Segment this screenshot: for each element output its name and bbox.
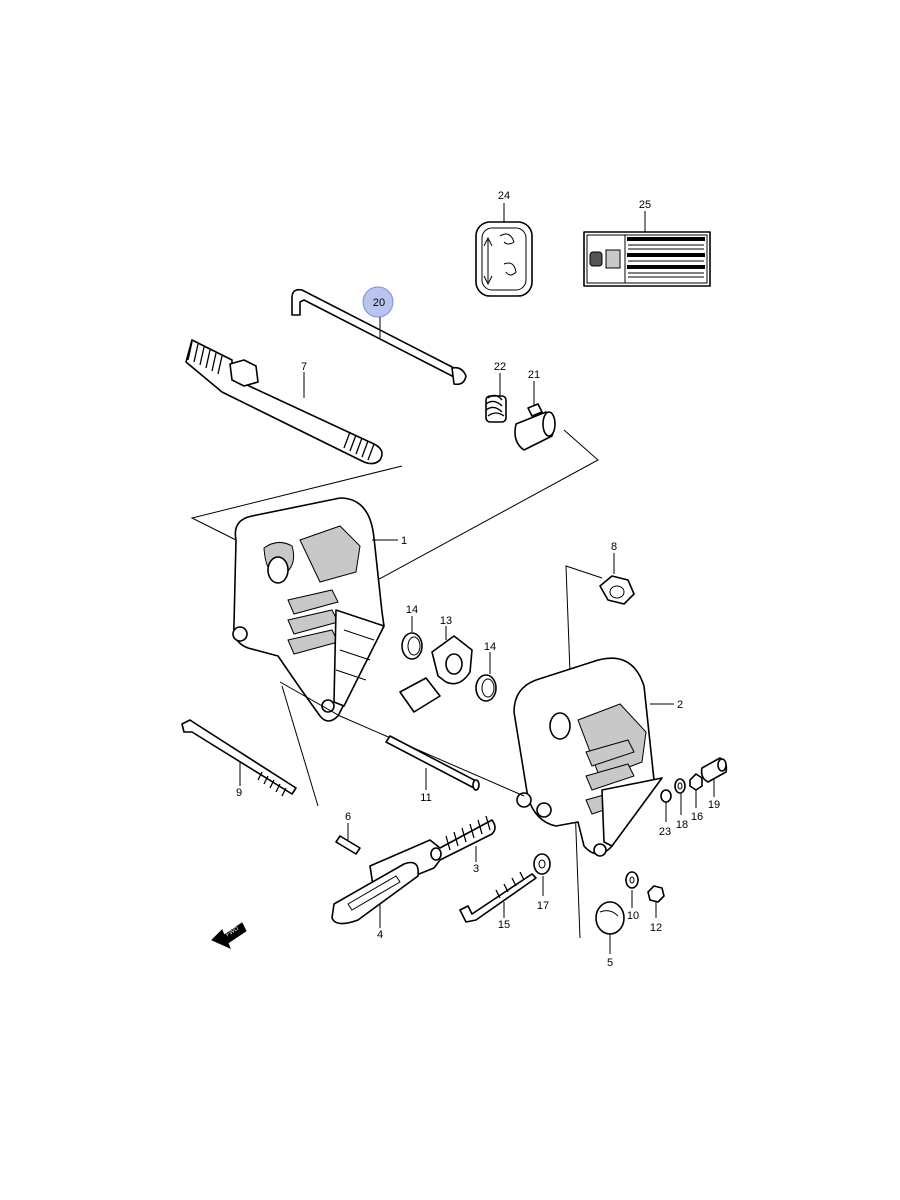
part-21-bushing (514, 403, 556, 451)
part-19-cap (700, 757, 728, 783)
part-7-shaft (185, 339, 383, 465)
part-13-lever (399, 635, 473, 713)
callout-2: 2 (677, 699, 683, 711)
part-14a-bushing (401, 632, 423, 660)
callout-18: 18 (676, 819, 688, 831)
callout-20: 20 (373, 297, 385, 309)
part-4-lever (331, 861, 420, 925)
callout-16: 16 (691, 811, 703, 823)
callout-6: 6 (345, 811, 351, 823)
part-16-nut (689, 773, 703, 791)
part-8-nut (599, 575, 635, 605)
fwd-arrow-icon: FWD (211, 922, 247, 949)
callout-14b: 14 (484, 641, 496, 653)
callout-5: 5 (607, 957, 613, 969)
part-22-spring (485, 394, 507, 423)
callout-13: 13 (440, 615, 452, 627)
highlight-circle (362, 286, 394, 318)
callout-23: 23 (659, 826, 671, 838)
callout-10: 10 (627, 910, 639, 922)
callout-19: 19 (708, 799, 720, 811)
callout-15: 15 (498, 919, 510, 931)
callout-14a: 14 (406, 604, 418, 616)
part-14b-bushing (475, 674, 497, 702)
part-11-pin (385, 735, 480, 791)
part-9-bolt (181, 719, 297, 797)
part-23-nut (660, 789, 672, 803)
part-18-washer (674, 778, 686, 794)
part-24-decal (475, 221, 533, 297)
callout-7: 7 (301, 361, 307, 373)
part-6-pin (335, 835, 361, 855)
part-2-clamp-bracket (513, 657, 663, 857)
part-12-nut (647, 885, 665, 903)
callout-12: 12 (650, 922, 662, 934)
part-25-warning-label (583, 231, 711, 287)
callout-3: 3 (473, 863, 479, 875)
callout-8: 8 (611, 541, 617, 553)
callout-9: 9 (236, 787, 242, 799)
callout-22: 22 (494, 361, 506, 373)
part-20-rod (291, 288, 467, 386)
part-17-washer (533, 853, 551, 875)
callout-25: 25 (639, 199, 651, 211)
part-1-clamp-bracket (232, 497, 385, 722)
part-15-bolt (459, 871, 537, 923)
callout-17: 17 (537, 900, 549, 912)
callout-1: 1 (401, 535, 407, 547)
callout-4: 4 (377, 929, 383, 941)
callout-24: 24 (498, 190, 510, 202)
part-5-cap (595, 901, 625, 935)
part-10-washer (625, 871, 639, 889)
callout-21: 21 (528, 369, 540, 381)
callout-11: 11 (420, 792, 431, 804)
